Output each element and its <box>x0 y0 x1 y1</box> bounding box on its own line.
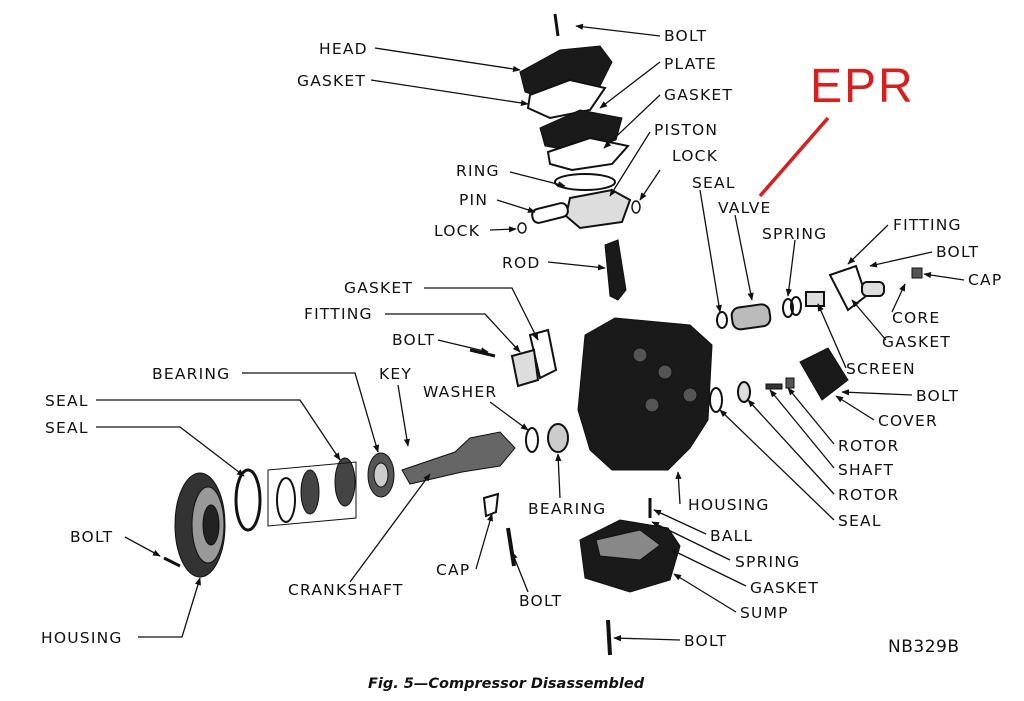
left-fitting-part <box>510 348 540 388</box>
label-cap-right: CAP <box>968 271 1003 289</box>
label-bolt-top: BOLT <box>664 27 708 45</box>
label-gasket-right: GASKET <box>882 333 952 351</box>
label-bolt-fitting: BOLT <box>936 243 980 261</box>
valve-part <box>730 303 772 331</box>
label-bolt-housing: BOLT <box>70 528 114 546</box>
label-bearing-left: BEARING <box>152 365 231 383</box>
washer-part <box>525 427 539 453</box>
label-sump: SUMP <box>740 604 789 622</box>
label-shaft: SHAFT <box>838 461 895 479</box>
figure-caption: Fig. 5—Compressor Disassembled <box>368 676 645 692</box>
label-plate: PLATE <box>664 55 717 73</box>
label-screen: SCREEN <box>846 360 916 378</box>
label-ball: BALL <box>710 527 754 545</box>
label-fitting-left: FITTING <box>304 305 373 323</box>
label-rod: ROD <box>502 254 541 272</box>
label-bolt-bottom: BOLT <box>684 632 728 650</box>
label-pin: PIN <box>459 191 489 209</box>
label-bolt-cap: BOLT <box>519 592 563 610</box>
label-bolt-cover: BOLT <box>916 387 960 405</box>
label-seal-2: SEAL <box>45 419 89 437</box>
label-seal-valve: SEAL <box>692 174 736 192</box>
center-bearing-part <box>547 423 569 453</box>
main-housing-part <box>577 317 713 471</box>
label-lock-pin: LOCK <box>434 222 481 240</box>
label-seal-1: SEAL <box>45 392 89 410</box>
cover-part <box>799 347 849 401</box>
label-cap-bottom: CAP <box>436 561 471 579</box>
rod-part <box>604 239 627 301</box>
label-key: KEY <box>379 365 413 383</box>
label-gasket-sump: GASKET <box>750 579 820 597</box>
label-rotor-lower: ROTOR <box>838 486 900 504</box>
label-piston: PISTON <box>654 121 719 139</box>
lock-part <box>517 222 527 234</box>
label-seal-right: SEAL <box>838 512 882 530</box>
label-bearing-center: BEARING <box>528 500 607 518</box>
label-valve: VALVE <box>718 199 772 217</box>
seal-ring-part <box>234 468 262 532</box>
label-gasket-left: GASKET <box>344 279 414 297</box>
cap-part <box>482 492 500 518</box>
label-crankshaft: CRANKSHAFT <box>288 581 404 599</box>
label-spring-valve: SPRING <box>762 225 828 243</box>
label-lock-piston: LOCK <box>672 147 719 165</box>
label-cover: COVER <box>878 412 938 430</box>
label-housing-main: HOUSING <box>688 496 770 514</box>
epr-annotation: EPR <box>810 60 915 113</box>
ring-part <box>554 173 616 191</box>
pin-part <box>531 202 569 224</box>
epr-pointer-line <box>758 116 830 198</box>
lock-piston-part <box>631 200 641 214</box>
label-spring-sump: SPRING <box>735 553 801 571</box>
label-head: HEAD <box>319 40 368 58</box>
figure-code: NB329B <box>888 637 960 657</box>
label-rotor-upper: ROTOR <box>838 437 900 455</box>
label-core: CORE <box>892 309 941 327</box>
label-gasket-plate: GASKET <box>664 86 734 104</box>
label-ring: RING <box>456 162 500 180</box>
label-bolt-left: BOLT <box>392 331 436 349</box>
parts <box>163 13 923 656</box>
label-gasket-head: GASKET <box>297 72 367 90</box>
label-fitting-right: FITTING <box>893 216 962 234</box>
label-washer: WASHER <box>423 383 498 401</box>
head-gasket-part <box>526 78 607 120</box>
label-housing-left: HOUSING <box>41 629 123 647</box>
